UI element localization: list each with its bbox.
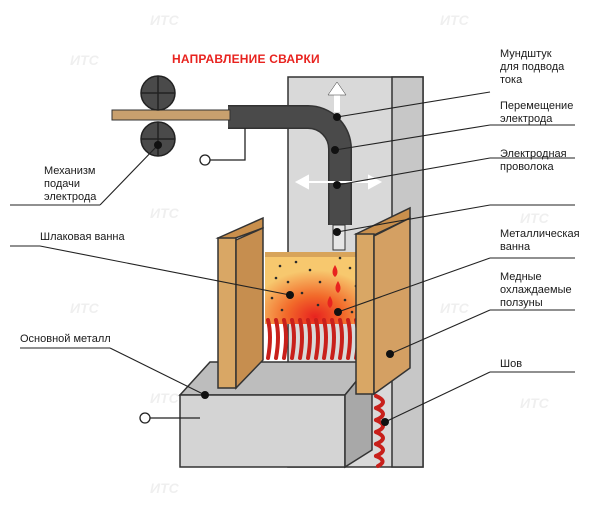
base-metal-block xyxy=(178,359,374,469)
current-terminal xyxy=(139,128,246,424)
left-slider xyxy=(215,216,264,390)
watermark: ИТС xyxy=(70,300,99,316)
watermark: ИТС xyxy=(150,205,179,221)
right-slider xyxy=(353,206,411,396)
watermark: ИТС xyxy=(440,12,469,28)
watermark: ИТС xyxy=(150,390,179,406)
label-feed-mechanism: Механизм подачи электрода xyxy=(44,165,97,203)
leader-dots xyxy=(154,113,394,426)
watermark: ИТС xyxy=(520,210,549,226)
nozzle-pipe xyxy=(228,105,352,225)
watermark: ИТС xyxy=(150,12,179,28)
diagram-title: НАПРАВЛЕНИЕ СВАРКИ xyxy=(172,52,320,66)
watermark: ИТС xyxy=(520,395,549,411)
watermark: ИТС xyxy=(150,480,179,496)
leader-lines xyxy=(10,91,575,423)
label-metal-bath: Металлическая ванна xyxy=(500,228,580,253)
label-base-metal: Основной металл xyxy=(20,333,111,345)
slag-bath xyxy=(265,252,365,324)
label-electrode-wire: Электродная проволока xyxy=(500,148,567,173)
watermark: ИТС xyxy=(70,52,99,68)
weld-seam-side xyxy=(374,394,385,468)
label-nozzle: Мундштук для подвода тока xyxy=(500,48,565,86)
wire-feed xyxy=(111,109,231,121)
direction-arrow xyxy=(327,81,347,112)
feed-rollers xyxy=(140,75,176,157)
watermark: ИТС xyxy=(440,300,469,316)
label-copper-sliders: Медные охлаждаемые ползуны xyxy=(500,271,572,309)
label-seam: Шов xyxy=(500,358,523,370)
label-electrode-move: Перемещение электрода xyxy=(500,100,574,125)
label-slag-bath: Шлаковая ванна xyxy=(40,231,125,243)
